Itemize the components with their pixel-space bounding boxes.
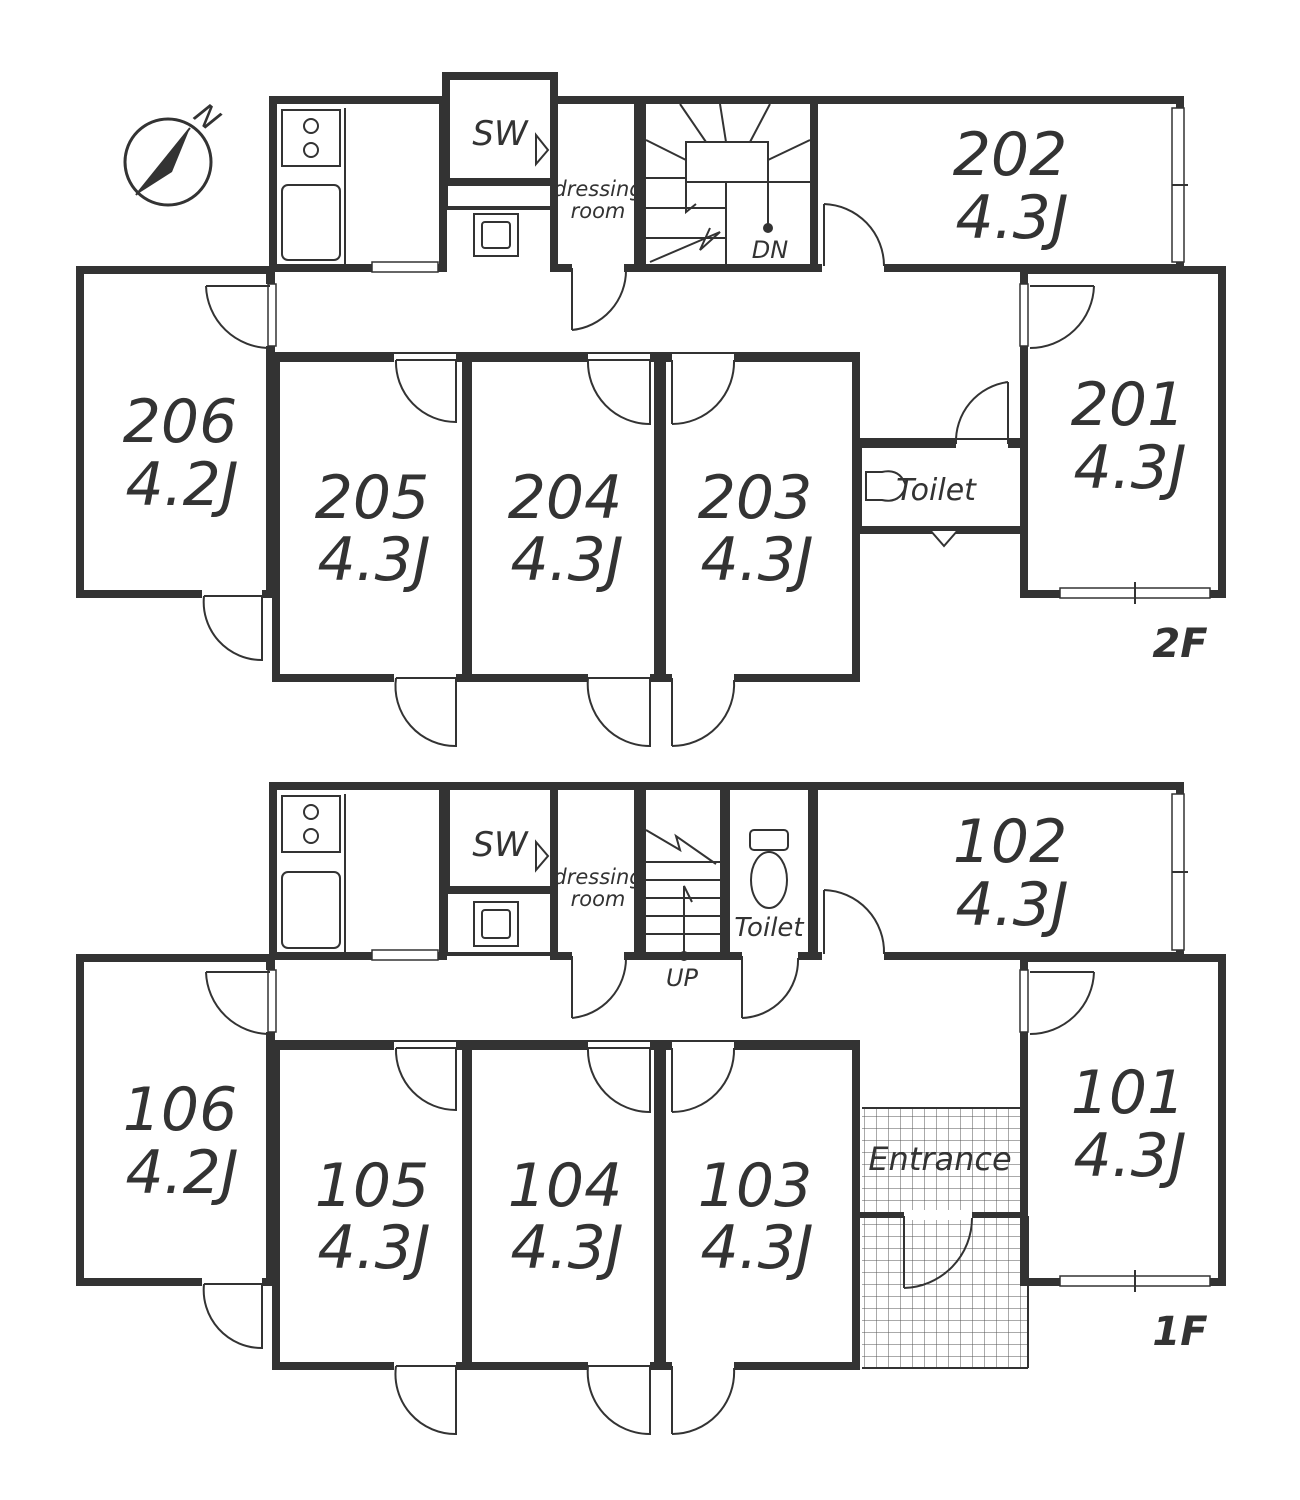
door-icon — [205, 285, 271, 349]
door-icon — [394, 677, 457, 748]
room-104: 104 4.3J — [464, 1042, 662, 1436]
door-icon — [205, 971, 271, 1035]
room-202: 202 4.3J — [810, 96, 1188, 272]
room-number-205: 205 — [315, 463, 430, 533]
room-102: 102 4.3J — [810, 782, 1188, 960]
floor-label-2f: 2F — [1152, 621, 1207, 667]
door-icon — [571, 956, 628, 1019]
room-size-104: 4.3J — [510, 1213, 623, 1283]
door-icon — [586, 677, 651, 748]
entrance-label: Entrance — [868, 1140, 1011, 1178]
room-106: 106 4.2J — [76, 954, 277, 1350]
room-204: 204 4.3J — [464, 354, 662, 748]
sw-room-2f: SW — [442, 72, 558, 257]
room-number-101: 101 — [1071, 1058, 1186, 1128]
toilet-label-2f: Toilet — [896, 473, 977, 508]
dressing-label-2f: dressing — [553, 177, 642, 201]
room-number-202: 202 — [953, 120, 1068, 190]
toilet-icon — [750, 851, 788, 909]
door-icon — [671, 678, 736, 748]
stairs-label-1f: UP — [666, 964, 699, 992]
room-103: 103 4.3J — [658, 1042, 860, 1436]
door-icon — [903, 1216, 973, 1289]
door-icon — [671, 359, 736, 425]
room-size-203: 4.3J — [700, 525, 813, 595]
stairs-marker-icon — [679, 951, 689, 961]
room-size-101: 4.3J — [1073, 1121, 1186, 1191]
compass: N — [123, 97, 227, 207]
door-icon — [671, 1366, 736, 1436]
toilet-icon — [865, 470, 908, 502]
room-number-203: 203 — [698, 463, 813, 533]
room-size-201: 4.3J — [1073, 433, 1186, 503]
door-icon — [1029, 285, 1095, 349]
toilet-label-1f: Toilet — [734, 913, 804, 943]
room-number-106: 106 — [123, 1075, 238, 1145]
entrance-1f: Entrance — [858, 1107, 1029, 1369]
floor-2f: SW dressing room — [76, 72, 1226, 748]
room-206: 206 4.2J — [76, 266, 277, 662]
door-icon — [394, 1047, 457, 1112]
corridor-1f — [271, 956, 860, 1044]
door-icon — [586, 1365, 651, 1436]
room-size-103: 4.3J — [700, 1213, 813, 1283]
sw-label-2f: SW — [472, 114, 529, 154]
room-205: 205 4.3J — [272, 354, 470, 748]
door-icon — [671, 1047, 736, 1113]
floor-label-1f: 1F — [1152, 1309, 1207, 1355]
stairs-2f: DN — [638, 96, 818, 272]
room-size-205: 4.3J — [317, 525, 430, 595]
room-size-202: 4.3J — [955, 183, 1068, 253]
toilet-1f: Toilet — [722, 782, 816, 1019]
room-201: 201 4.3J — [1019, 266, 1226, 604]
sw-label-1f: SW — [472, 825, 529, 865]
door-icon — [394, 359, 457, 424]
sw-room-1f: SW — [442, 782, 558, 956]
door-icon — [823, 203, 885, 267]
room-number-103: 103 — [698, 1151, 813, 1221]
room-size-105: 4.3J — [317, 1213, 430, 1283]
room-number-206: 206 — [123, 387, 238, 457]
door-icon — [586, 359, 651, 426]
room-size-206: 4.2J — [125, 450, 238, 520]
door-icon — [954, 381, 1009, 445]
room-size-106: 4.2J — [125, 1138, 238, 1208]
room-number-104: 104 — [508, 1151, 623, 1221]
door-icon — [394, 1365, 457, 1436]
room-number-102: 102 — [953, 807, 1068, 877]
kitchen-1f — [269, 782, 447, 961]
room-size-102: 4.3J — [955, 870, 1068, 940]
dressing-room-2f: dressing room — [550, 96, 643, 331]
door-icon — [1029, 971, 1095, 1035]
stairs-marker-icon — [763, 223, 773, 233]
door-icon — [571, 268, 628, 331]
dressing-room-1f: dressing room — [550, 782, 643, 1019]
stairs-label-2f: DN — [752, 236, 788, 264]
dressing-label-1f: dressing — [553, 865, 642, 889]
door-icon — [586, 1047, 651, 1114]
room-size-204: 4.3J — [510, 525, 623, 595]
floor-1f: SW dressing room UP — [76, 782, 1226, 1436]
door-icon — [741, 956, 800, 1019]
room-label-1f: room — [571, 887, 626, 911]
door-icon — [823, 889, 886, 955]
room-number-201: 201 — [1071, 370, 1186, 440]
room-203: 203 4.3J — [658, 354, 860, 748]
toilet-2f: Toilet — [854, 381, 1028, 548]
kitchen-2f — [269, 96, 447, 273]
stairs-1f: UP — [638, 782, 728, 992]
room-101: 101 4.3J — [1019, 954, 1226, 1292]
door-icon — [202, 1283, 263, 1350]
room-number-105: 105 — [315, 1151, 430, 1221]
door-icon — [202, 595, 263, 662]
sink-icon — [281, 184, 341, 261]
sink-icon — [281, 871, 341, 949]
room-label-2f: room — [571, 199, 626, 223]
room-number-204: 204 — [508, 463, 623, 533]
toilet-tank-icon — [749, 829, 789, 851]
room-105: 105 4.3J — [272, 1042, 470, 1436]
